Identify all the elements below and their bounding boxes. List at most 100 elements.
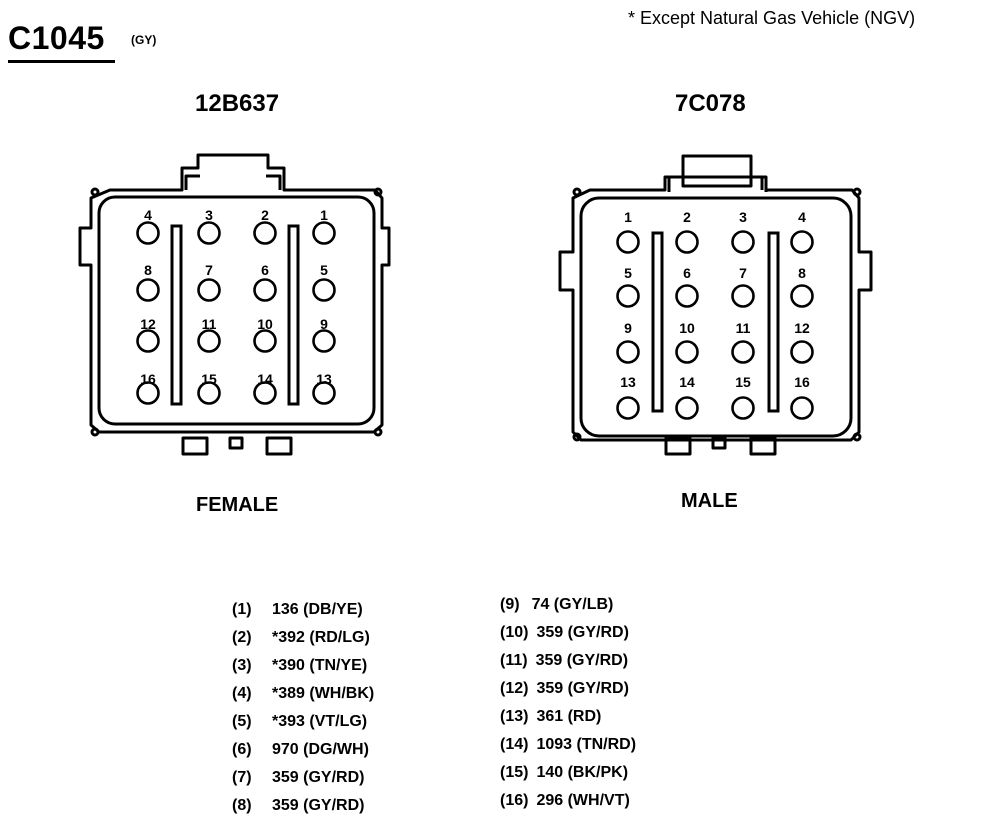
pin-label: 11 bbox=[202, 316, 217, 332]
pin-label: 3 bbox=[739, 209, 747, 225]
pin-number: (4) bbox=[232, 685, 252, 702]
pin-socket bbox=[253, 278, 277, 302]
pin-label: 6 bbox=[261, 262, 269, 278]
connector-color: (GY) bbox=[131, 33, 157, 47]
pin-number: (8) bbox=[232, 797, 252, 814]
pin-socket bbox=[731, 284, 755, 308]
pinout-row: (11)359 (GY/RD) bbox=[500, 652, 628, 670]
wire-info: 361 (RD) bbox=[536, 708, 602, 725]
wire-info: 359 (GY/RD) bbox=[536, 624, 629, 641]
pin-label: 12 bbox=[140, 316, 156, 332]
pin-label: 5 bbox=[320, 262, 328, 278]
pin-label: 12 bbox=[794, 320, 810, 336]
pinout-row: (7)359 (GY/RD) bbox=[232, 769, 364, 787]
pin-label: 3 bbox=[205, 207, 213, 223]
female-separator-left bbox=[170, 224, 183, 406]
pin-label: 11 bbox=[736, 320, 751, 336]
connector-id: C1045 bbox=[8, 20, 105, 56]
pin-label: 13 bbox=[620, 374, 636, 390]
pin-number: (13) bbox=[500, 708, 529, 725]
pin-label: 4 bbox=[798, 209, 806, 225]
pin-socket bbox=[731, 396, 755, 420]
male-connector-body bbox=[558, 154, 873, 456]
pin-socket bbox=[616, 340, 640, 364]
pin-socket bbox=[197, 278, 221, 302]
male-label: MALE bbox=[681, 490, 738, 512]
pin-label: 6 bbox=[683, 265, 691, 281]
pin-label: 15 bbox=[735, 374, 751, 390]
pinout-row: (3)*390 (TN/YE) bbox=[232, 657, 367, 675]
pinout-row: (1) 136 (DB/YE) bbox=[232, 601, 363, 619]
pin-socket bbox=[731, 230, 755, 254]
pin-socket bbox=[790, 284, 814, 308]
pin-number: (3) bbox=[232, 657, 252, 674]
pinout-row: (6)970 (DG/WH) bbox=[232, 741, 369, 759]
pin-socket bbox=[253, 329, 277, 353]
pinout-row: (4) *389 (WH/BK) bbox=[232, 685, 374, 703]
pin-label: 1 bbox=[624, 209, 632, 225]
pin-label: 5 bbox=[624, 265, 632, 281]
pin-number: (2) bbox=[232, 629, 252, 646]
wire-info: *389 (WH/BK) bbox=[272, 685, 375, 702]
pin-socket bbox=[136, 278, 160, 302]
pin-socket bbox=[312, 278, 336, 302]
pin-socket bbox=[675, 340, 699, 364]
male-separator-right bbox=[767, 231, 780, 413]
pinout-row: (15)140 (BK/PK) bbox=[500, 764, 628, 782]
pin-label: 2 bbox=[261, 207, 269, 223]
pin-number: (6) bbox=[232, 741, 252, 758]
pin-label: 4 bbox=[144, 207, 152, 223]
wire-info: *392 (RD/LG) bbox=[272, 629, 370, 646]
wire-info: 359 (GY/RD) bbox=[272, 797, 365, 814]
ngv-note: * Except Natural Gas Vehicle (NGV) bbox=[628, 8, 916, 28]
pin-socket bbox=[790, 340, 814, 364]
pin-socket bbox=[312, 221, 336, 245]
pin-socket bbox=[197, 329, 221, 353]
female-part-number: 12B637 bbox=[195, 90, 280, 117]
pin-label: 9 bbox=[624, 320, 632, 336]
pin-label: 8 bbox=[798, 265, 806, 281]
wire-info: *393 (VT/LG) bbox=[272, 713, 368, 730]
pin-number: (12) bbox=[500, 680, 529, 697]
wire-info: 136 (DB/YE) bbox=[272, 601, 363, 618]
pinout-row: (9)74 (GY/LB) bbox=[500, 596, 613, 614]
pin-label: 1 bbox=[320, 207, 328, 223]
female-connector-body bbox=[78, 153, 391, 456]
pin-socket bbox=[253, 381, 277, 405]
pin-number: (1) bbox=[232, 601, 252, 618]
pin-socket bbox=[197, 381, 221, 405]
male-separator-left bbox=[651, 231, 664, 413]
pin-socket bbox=[616, 396, 640, 420]
wire-info: 359 (GY/RD) bbox=[536, 680, 629, 697]
connector-id-underline bbox=[8, 60, 115, 63]
pinout-row: (14)1093 (TN/RD) bbox=[500, 736, 636, 754]
pin-socket bbox=[136, 221, 160, 245]
pinout-row: (2) *392 (RD/LG) bbox=[232, 629, 370, 647]
wire-info: 296 (WH/VT) bbox=[536, 792, 630, 809]
pinout-row: (8) 359 (GY/RD) bbox=[232, 797, 364, 815]
pin-number: (9) bbox=[500, 596, 520, 613]
wire-info: 140 (BK/PK) bbox=[536, 764, 629, 781]
pinout-row: (16)296 (WH/VT) bbox=[500, 792, 630, 810]
pin-socket bbox=[616, 230, 640, 254]
pin-socket bbox=[312, 381, 336, 405]
wire-info: 359 (GY/RD) bbox=[272, 769, 365, 786]
pin-socket bbox=[312, 329, 336, 353]
pin-label: 16 bbox=[794, 374, 810, 390]
pinout-row: (12) 359 (GY/RD) bbox=[500, 680, 629, 698]
pin-socket bbox=[790, 396, 814, 420]
pin-socket bbox=[136, 381, 160, 405]
pin-socket bbox=[197, 221, 221, 245]
pin-socket bbox=[616, 284, 640, 308]
pin-label: 7 bbox=[739, 265, 747, 281]
male-part-number: 7C078 bbox=[675, 90, 746, 117]
pin-socket bbox=[675, 284, 699, 308]
pinout-row: (10)359 (GY/RD) bbox=[500, 624, 629, 642]
female-separator-right bbox=[287, 224, 300, 406]
pin-label: 14 bbox=[679, 374, 695, 390]
pinout-row: (5)*393 (VT/LG) bbox=[232, 713, 367, 731]
pin-socket bbox=[136, 329, 160, 353]
